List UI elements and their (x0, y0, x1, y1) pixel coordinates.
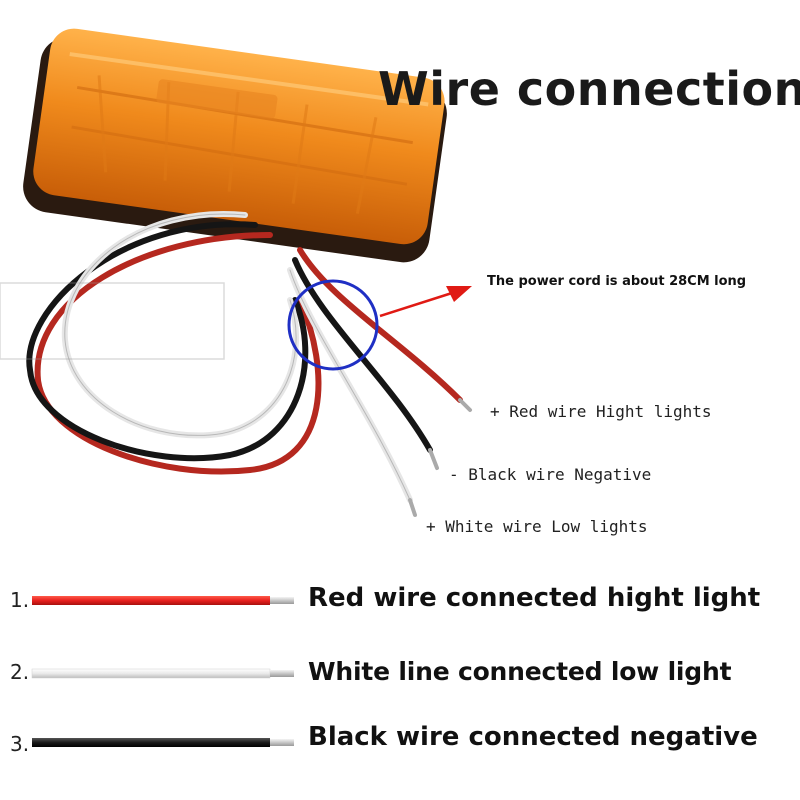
white-wire-edge (289, 269, 411, 501)
red-wire-label: + Red wire Hight lights (490, 402, 712, 421)
white-wire-tip (408, 498, 417, 517)
black-wire-tip (428, 448, 439, 470)
legend-number-1: 1. (10, 588, 30, 612)
legend-text-3: Black wire connected negative (308, 722, 758, 752)
arrow-icon (379, 286, 472, 318)
store-watermark (0, 282, 225, 360)
legend-number-3: 3. (10, 732, 30, 756)
legend-number-2: 2. (10, 660, 30, 684)
white-wire-loop-edge (64, 213, 297, 436)
highlight-circle (287, 279, 379, 371)
black-wire (292, 257, 433, 453)
legend-text-2: White line connected low light (308, 657, 732, 686)
white-wire-label: + White wire Low lights (426, 517, 648, 536)
marker-lamp (23, 28, 447, 263)
page-title: Wire connection (378, 62, 800, 116)
lamp-lens (33, 28, 445, 245)
black-wire-label: - Black wire Negative (449, 465, 652, 484)
legend-black-wire (32, 738, 294, 747)
legend-white-wire (31, 668, 294, 679)
black-wire-loop (26, 221, 309, 462)
cord-length-note: The power cord is about 28CM long (487, 274, 747, 289)
legend-text-1: Red wire connected hight light (308, 583, 761, 613)
red-wire (297, 247, 463, 403)
red-wire-tip (458, 398, 472, 412)
wire-bundle (26, 211, 472, 517)
red-wire-loop (34, 232, 322, 475)
legend-red-wire (32, 596, 294, 605)
